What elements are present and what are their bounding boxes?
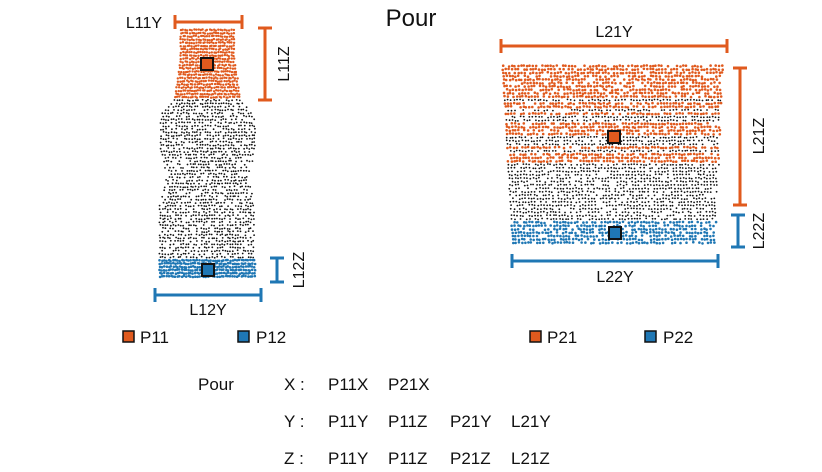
legend-p22: P22 (644, 328, 693, 347)
dim-l22z: L22Z (731, 213, 768, 250)
legend-label: P11 (140, 328, 169, 347)
legend-swatch (237, 330, 250, 343)
equation-term: L21Z (511, 449, 550, 468)
equation-term: P11Z (388, 412, 428, 431)
dim-l22y: L22Y (510, 254, 720, 286)
equation-term: P11Y (328, 449, 369, 468)
legend-label: P21 (547, 328, 577, 347)
dim-l11z: L11Z (258, 26, 293, 102)
cup-point-cloud (501, 64, 724, 245)
label-l21z: L21Z (751, 118, 768, 155)
equation-term: P11Y (328, 412, 369, 431)
keypoint-p21 (607, 130, 621, 144)
legend-swatch (122, 330, 135, 343)
legend-p12: P12 (237, 328, 286, 347)
legend-label: P12 (256, 328, 286, 347)
label-l11z: L11Z (276, 46, 293, 82)
legend-swatch (529, 330, 542, 343)
label-l11y: L11Y (126, 15, 163, 32)
dim-l21y: L21Y (499, 24, 729, 53)
legend-p11: P11 (122, 328, 169, 347)
equation-term: P11X (328, 375, 369, 394)
equation-axis-y: Y : (284, 412, 305, 431)
keypoint-p11 (200, 57, 214, 71)
equation-term: P21Z (450, 449, 491, 468)
label-l12y: L12Y (189, 302, 227, 319)
label-l21y: L21Y (595, 24, 633, 41)
equation-term: L21Y (511, 412, 551, 431)
bottle-point-cloud (158, 28, 257, 279)
diagram-title: Pour (386, 5, 437, 32)
label-l12z: L12Z (291, 252, 308, 289)
equation-axis-z: Z : (284, 449, 304, 468)
legend-p21: P21 (529, 328, 577, 347)
equation-name: Pour (198, 375, 234, 394)
dim-l11y: L11Y (126, 15, 244, 32)
legend-label: P22 (663, 328, 693, 347)
legend-swatch (644, 330, 657, 343)
keypoint-p22 (608, 226, 622, 240)
keypoint-p12 (201, 263, 215, 277)
equation-axis-x: X : (284, 375, 305, 394)
equation-term: P11Z (388, 449, 428, 468)
dim-l12z: L12Z (270, 252, 308, 289)
label-l22z: L22Z (751, 213, 768, 250)
dim-l21z: L21Z (733, 66, 768, 207)
label-l22y: L22Y (596, 269, 634, 286)
dim-l12y: L12Y (153, 288, 263, 319)
equation-term: P21Y (450, 412, 492, 431)
equation-term: P21X (388, 375, 430, 394)
